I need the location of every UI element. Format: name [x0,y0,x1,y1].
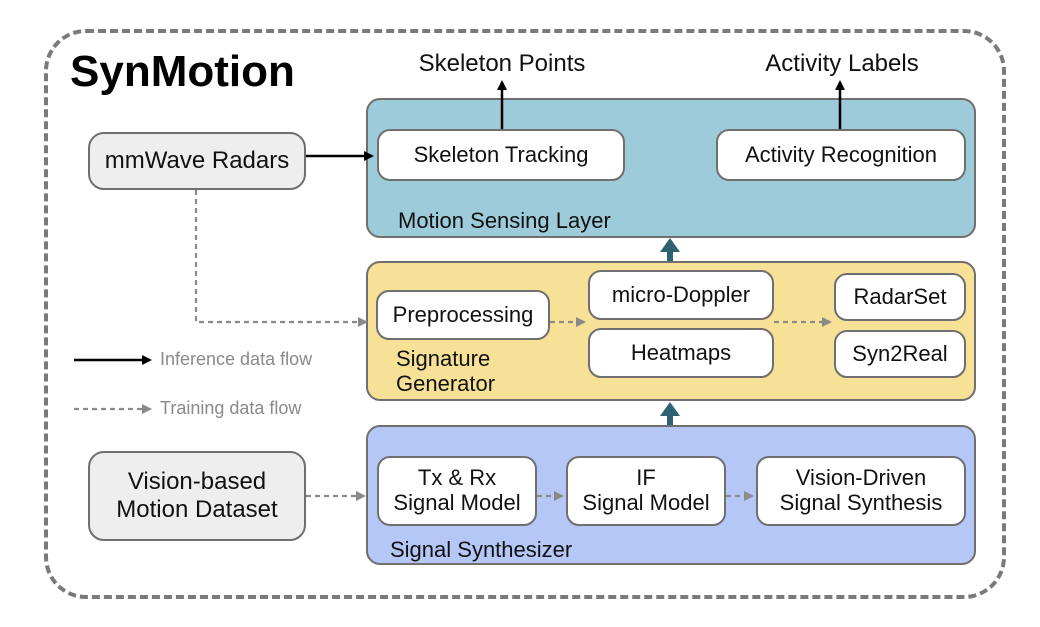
diagram-title: SynMotion [70,47,295,96]
arrow-radars-to-preprocessing [194,190,368,327]
up-arrow-synth-to-signature [660,402,680,425]
legend-training-label: Training data flow [160,398,302,418]
if-signal-model-box: IF Signal Model [566,456,726,526]
syn2real-box: Syn2Real [834,330,966,378]
output-activity-labels: Activity Labels [765,50,919,77]
signal-synthesizer-label: Signal Synthesizer [390,537,573,562]
input-vision-motion-dataset: Vision-based Motion Dataset [88,451,306,541]
micro-doppler-box: micro-Doppler [588,270,774,320]
radarset-box: RadarSet [834,273,966,321]
preprocessing-box: Preprocessing [376,290,550,340]
system-frame [44,29,1006,599]
vision-driven-signal-synthesis-box: Vision-Driven Signal Synthesis [756,456,966,526]
activity-recognition-box: Activity Recognition [716,129,966,181]
signature-generator-label: Signature Generator [396,346,496,397]
motion-sensing-layer-label: Motion Sensing Layer [398,208,611,233]
input-mmwave-radars: mmWave Radars [88,132,306,190]
tx-rx-signal-model-box: Tx & Rx Signal Model [377,456,537,526]
output-skeleton-points: Skeleton Points [418,50,586,77]
heatmaps-box: Heatmaps [588,328,774,378]
legend-inference-label: Inference data flow [160,349,313,369]
up-arrow-signature-to-motion [660,238,680,261]
skeleton-tracking-box: Skeleton Tracking [377,129,625,181]
